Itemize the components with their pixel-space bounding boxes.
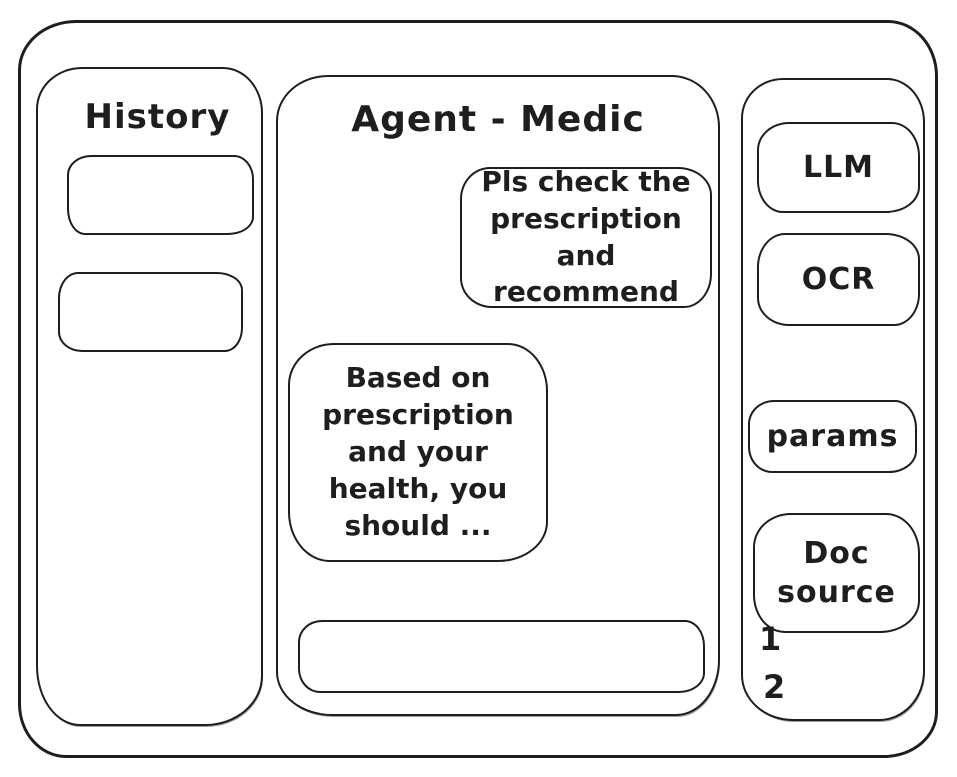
history-item[interactable] (58, 272, 243, 352)
user-message-bubble: Pls check the prescription and recommend (460, 165, 712, 308)
doc-source-annotation-2: 2 (763, 668, 786, 706)
ocr-button[interactable]: OCR (757, 233, 920, 326)
agent-message-bubble: Based on prescription and your health, y… (288, 343, 548, 562)
history-panel: History (36, 67, 263, 726)
doc-source-annotation-1: 1 (759, 620, 782, 658)
tools-panel: LLM OCR params Doc source 1 2 (741, 78, 925, 721)
app-window: History Agent - Medic Pls check the pres… (18, 20, 938, 758)
chat-panel-title: Agent - Medic (351, 99, 645, 140)
history-panel-title: History (84, 97, 231, 137)
llm-button[interactable]: LLM (757, 122, 920, 213)
doc-source-button[interactable]: Doc source (753, 513, 920, 633)
history-item[interactable] (67, 155, 254, 235)
chat-input[interactable] (298, 620, 705, 693)
params-button[interactable]: params (748, 400, 917, 473)
chat-panel: Agent - Medic Pls check the prescription… (276, 75, 720, 716)
